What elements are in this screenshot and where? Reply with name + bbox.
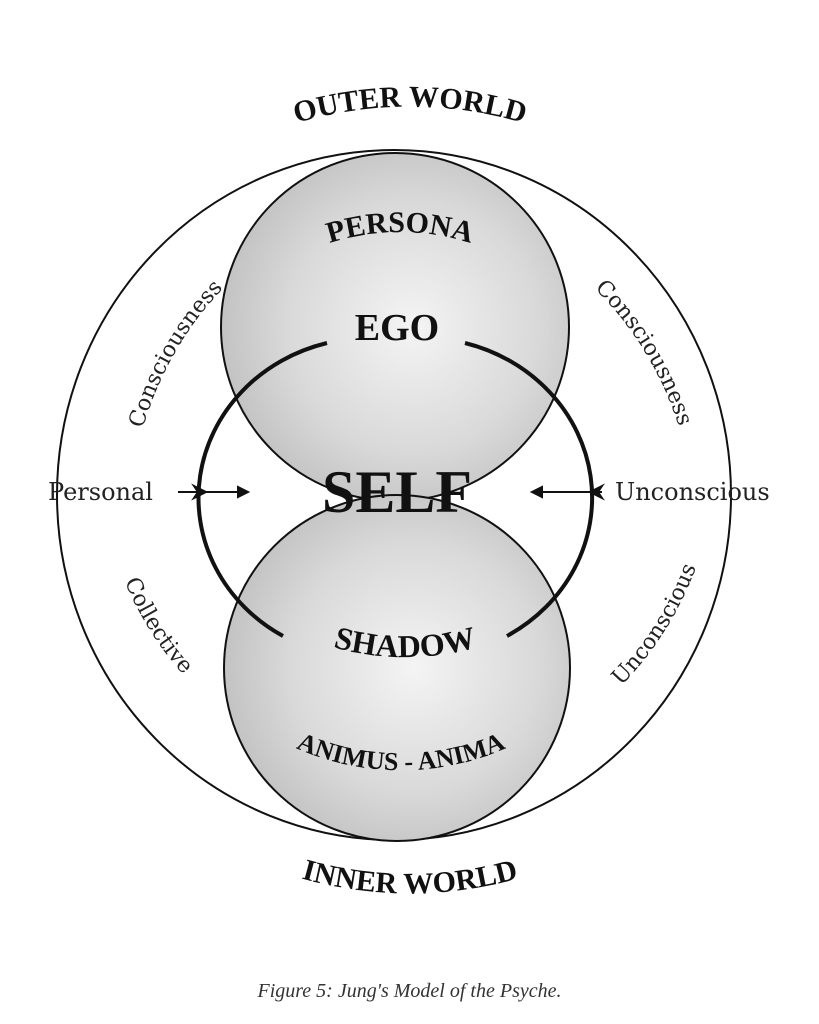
unconscious-label: Unconscious <box>615 478 770 506</box>
self-circle-right-arc <box>464 341 595 638</box>
lower-sphere <box>223 494 571 842</box>
inner-world-label: INNER WORLD <box>299 853 520 900</box>
left-consciousness-label: Consciousness <box>124 275 227 430</box>
outer-world-label: OUTER WORLD <box>290 80 531 129</box>
self-circle-left-arc <box>196 341 328 638</box>
personal-label: Personal <box>48 478 153 506</box>
right-unconscious-label: Unconscious <box>607 560 702 690</box>
left-arrow <box>178 483 251 501</box>
collective-label: Collective <box>119 574 198 679</box>
figure-caption: Figure 5: Jung's Model of the Psyche. <box>257 980 562 1002</box>
self-label: SELF <box>322 459 472 525</box>
right-arrow <box>529 483 605 501</box>
right-consciousness-label: Consciousness <box>590 275 697 428</box>
ego-label: EGO <box>355 307 439 349</box>
